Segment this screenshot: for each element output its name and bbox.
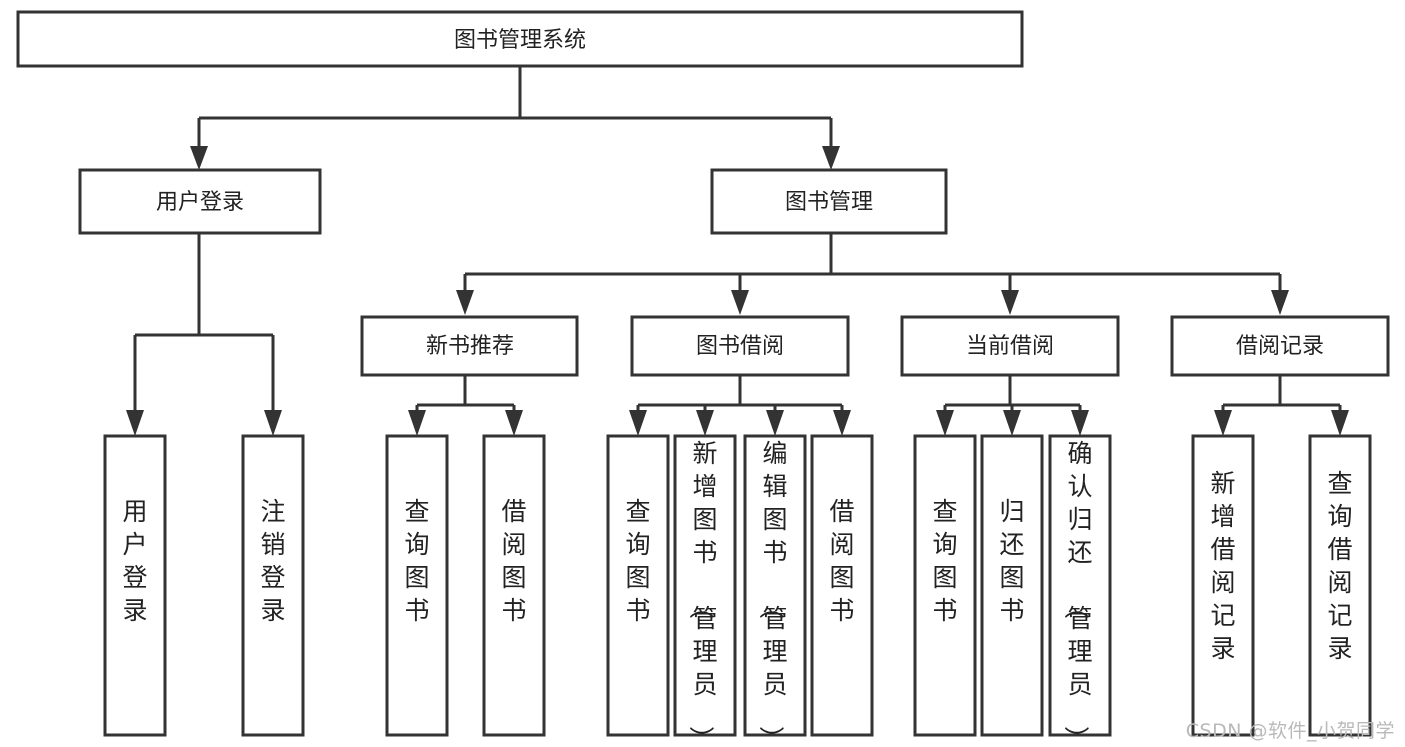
node-leaf-query-record[interactable]: 查询借阅记录 <box>1308 434 1372 737</box>
node-user-login[interactable]: 用户登录 <box>78 168 322 235</box>
node-leaf-query-book-1[interactable]: 查询图书 <box>385 434 449 737</box>
node-leaf-borrow-book-2[interactable]: 借阅图书 <box>810 434 874 737</box>
node-book-management[interactable]: 图书管理 <box>710 168 948 235</box>
node-leaf-user-login-label: 用户登录 <box>122 497 147 625</box>
node-leaf-borrow-book-2-box[interactable] <box>810 434 874 737</box>
node-leaf-borrow-book-2-label: 借阅图书 <box>829 497 854 625</box>
node-new-book-recommend-box[interactable] <box>360 315 579 377</box>
node-leaf-borrow-book-1-label: 借阅图书 <box>501 497 526 625</box>
node-leaf-return-book-label: 归还图书 <box>999 497 1024 625</box>
node-leaf-edit-book[interactable]: 编辑图书（管理员） <box>743 434 807 747</box>
node-leaf-add-record-label: 新增借阅记录 <box>1210 469 1235 663</box>
node-leaf-add-record[interactable]: 新增借阅记录 <box>1191 434 1255 737</box>
node-leaf-borrow-book-1-box[interactable] <box>482 434 546 737</box>
node-book-management-label: 图书管理 <box>785 190 873 215</box>
node-leaf-return-book[interactable]: 归还图书 <box>980 434 1044 737</box>
node-user-login-box[interactable] <box>78 168 322 235</box>
node-book-management-box[interactable] <box>710 168 948 235</box>
node-root-box[interactable] <box>16 10 1024 68</box>
arrow-to-leaf-add-record <box>1214 410 1232 436</box>
node-leaf-query-book-3-box[interactable] <box>913 434 977 737</box>
node-root-label: 图书管理系统 <box>454 28 586 53</box>
node-leaf-query-book-1-box[interactable] <box>385 434 449 737</box>
node-leaf-add-book-label: 新增图书（管理员） <box>686 439 717 747</box>
node-leaf-add-book-box[interactable] <box>673 434 737 737</box>
arrow-to-leaf-user-login <box>126 410 144 436</box>
node-current-borrow-box[interactable] <box>900 315 1120 377</box>
arrow-to-leaf-query-book-2 <box>629 410 647 436</box>
node-new-book-recommend-label: 新书推荐 <box>426 334 514 359</box>
node-leaf-add-record-box[interactable] <box>1191 434 1255 737</box>
node-borrow-record-label: 借阅记录 <box>1236 334 1324 359</box>
connector-layer <box>126 66 1349 436</box>
arrow-to-leaf-return-book <box>1003 410 1021 436</box>
arrow-to-leaf-query-book-3 <box>936 410 954 436</box>
node-leaf-add-book[interactable]: 新增图书（管理员） <box>673 434 737 747</box>
node-leaf-confirm-return-box[interactable] <box>1048 434 1112 737</box>
node-current-borrow[interactable]: 当前借阅 <box>900 315 1120 377</box>
node-borrow-record-box[interactable] <box>1170 315 1390 377</box>
node-leaf-return-book-box[interactable] <box>980 434 1044 737</box>
csdn-watermark: CSDN @软件_小贺同学 <box>1185 720 1395 742</box>
node-leaf-query-book-3-label: 查询图书 <box>932 497 957 625</box>
node-leaf-borrow-book-1[interactable]: 借阅图书 <box>482 434 546 737</box>
node-leaf-query-book-1-label: 查询图书 <box>404 497 429 625</box>
node-leaf-query-book-3[interactable]: 查询图书 <box>913 434 977 737</box>
node-book-borrow[interactable]: 图书借阅 <box>630 315 850 377</box>
node-leaf-query-book-2[interactable]: 查询图书 <box>606 434 670 737</box>
arrow-to-leaf-edit-book <box>766 410 784 436</box>
node-borrow-record[interactable]: 借阅记录 <box>1170 315 1390 377</box>
arrow-to-current-borrow <box>1001 290 1019 315</box>
node-book-borrow-label: 图书借阅 <box>696 334 784 359</box>
node-current-borrow-label: 当前借阅 <box>966 334 1054 359</box>
node-leaf-user-login[interactable]: 用户登录 <box>103 434 167 737</box>
node-leaf-query-book-2-box[interactable] <box>606 434 670 737</box>
arrow-to-leaf-query-book-1 <box>408 410 426 436</box>
node-leaf-confirm-return[interactable]: 确认归还（管理员） <box>1048 434 1112 747</box>
node-leaf-user-login-box[interactable] <box>103 434 167 737</box>
leaf-nodes-layer: 用户登录 注销登录 查询图书 借阅图书 查询图书 新增图书（管理员） <box>103 434 1372 747</box>
arrow-to-user-login <box>190 146 208 170</box>
arrow-to-leaf-confirm-return <box>1071 410 1089 436</box>
arrow-to-leaf-query-record <box>1331 410 1349 436</box>
node-leaf-query-record-box[interactable] <box>1308 434 1372 737</box>
arrow-to-leaf-logout-login <box>264 410 282 436</box>
node-leaf-query-book-2-label: 查询图书 <box>625 497 650 625</box>
node-leaf-edit-book-label: 编辑图书（管理员） <box>756 439 787 747</box>
node-root[interactable]: 图书管理系统 <box>16 10 1024 68</box>
arrow-to-leaf-add-book <box>696 410 714 436</box>
node-book-borrow-box[interactable] <box>630 315 850 377</box>
arrow-to-leaf-borrow-book-2 <box>833 410 851 436</box>
node-leaf-logout-login-label: 注销登录 <box>260 497 285 625</box>
arrow-to-new-book-recommend <box>456 290 474 315</box>
node-leaf-confirm-return-label: 确认归还（管理员） <box>1061 439 1092 747</box>
arrow-to-book-borrow <box>731 290 749 315</box>
node-leaf-query-record-label: 查询借阅记录 <box>1327 469 1352 663</box>
arrow-to-borrow-record <box>1271 290 1289 315</box>
node-new-book-recommend[interactable]: 新书推荐 <box>360 315 579 377</box>
node-user-login-label: 用户登录 <box>156 190 244 215</box>
arrow-to-leaf-borrow-book-1 <box>505 410 523 436</box>
node-leaf-logout-login[interactable]: 注销登录 <box>241 434 305 737</box>
node-leaf-edit-book-box[interactable] <box>743 434 807 737</box>
node-leaf-logout-login-box[interactable] <box>241 434 305 737</box>
arrow-to-book-management <box>822 146 840 170</box>
